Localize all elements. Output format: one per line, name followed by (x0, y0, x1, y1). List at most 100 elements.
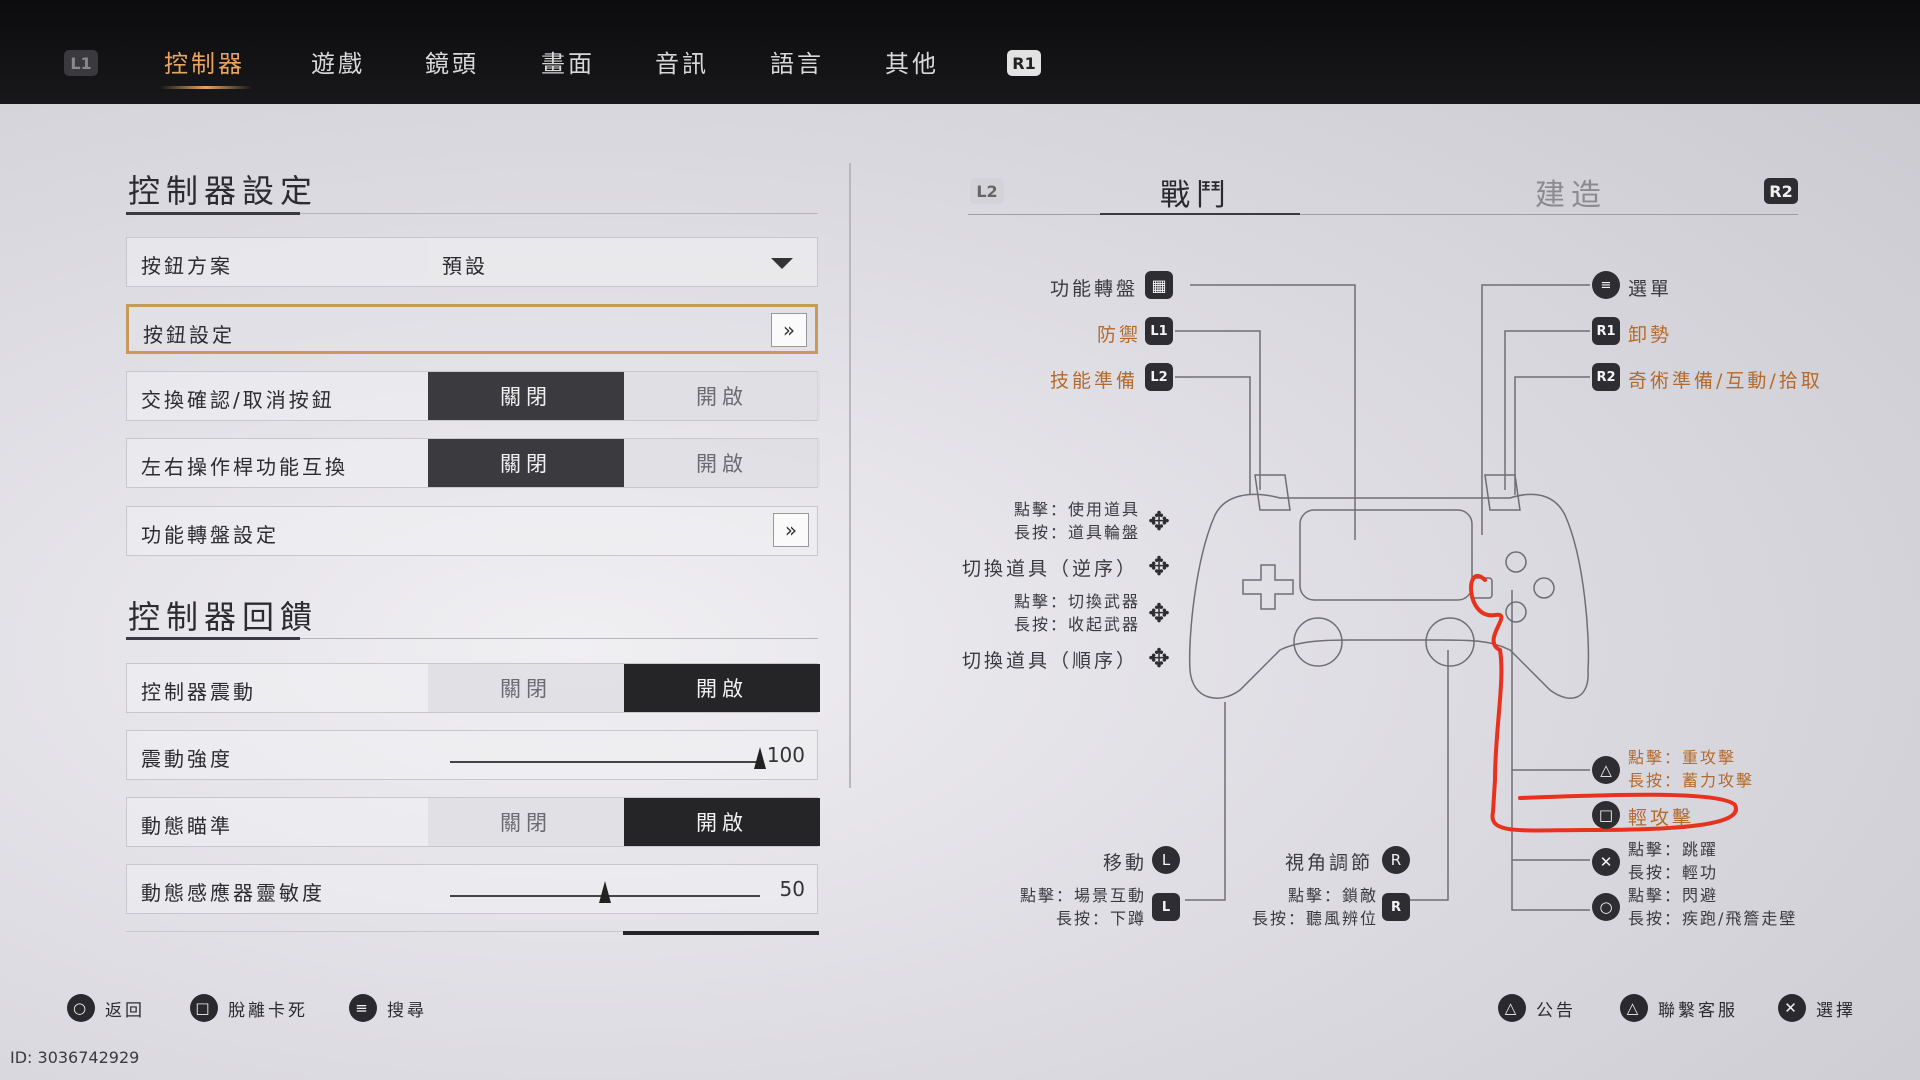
active-tab-indicator (160, 86, 252, 89)
double-chevron-right-icon[interactable]: » (771, 313, 807, 347)
motion-aim-on-option[interactable]: 開啟 (624, 798, 820, 846)
l1-bumper-icon[interactable]: L1 (64, 50, 98, 76)
swap-confirm-on-option[interactable]: 開啟 (624, 372, 820, 420)
tab-build[interactable]: 建造 (1535, 178, 1607, 213)
options-button-icon: ≡ (349, 994, 377, 1022)
tab-camera[interactable]: 鏡頭 (425, 50, 479, 78)
square-button-icon: □ (190, 994, 218, 1022)
move-label: 移動 (1103, 852, 1148, 874)
controller-settings-title: 控制器設定 (128, 172, 319, 210)
active-controller-tab-underline (1100, 213, 1300, 215)
light-attack-label: 輕攻擊 (1628, 807, 1695, 829)
circle-button-icon: ○ (1592, 893, 1620, 921)
swap-sticks-label: 左右操作桿功能互換 (141, 455, 348, 479)
slider-thumb[interactable] (754, 747, 766, 769)
back-action[interactable]: ○ 返回 (67, 994, 145, 1022)
screenshot-id: ID: 3036742929 (10, 1048, 140, 1067)
r3-label: 點擊：鎖敵 長按：聽風辨位 (1251, 886, 1378, 928)
triangle-button-icon: △ (1498, 994, 1526, 1022)
contact-support-action[interactable]: △ 聯繫客服 (1620, 994, 1738, 1022)
swap-confirm-off-option[interactable]: 關閉 (428, 372, 624, 420)
motion-sensitivity-value: 50 (779, 877, 805, 901)
mystic-ready-label: 奇術準備/互動/拾取 (1628, 370, 1823, 392)
unsheathe-label: 卸勢 (1628, 324, 1673, 346)
radial-settings-label: 功能轉盤設定 (141, 523, 279, 547)
left-stick-icon: L (1152, 846, 1180, 874)
unstuck-action[interactable]: □ 脫離卡死 (190, 994, 308, 1022)
section-divider (300, 638, 818, 639)
l3-label: 點擊：場景互動 長按：下蹲 (1019, 886, 1146, 928)
l2-trigger-icon[interactable]: L2 (970, 178, 1004, 204)
section-divider (300, 213, 818, 214)
tab-controller[interactable]: 控制器 (164, 50, 245, 78)
r2-trigger-icon[interactable]: R2 (1764, 178, 1798, 204)
skill-ready-label: 技能準備 (1050, 370, 1139, 392)
motion-sensitivity-row[interactable]: 動態感應器靈敏度 50 (126, 864, 818, 914)
controller-tab-divider (968, 214, 1798, 215)
cross-label: 點擊：跳躍 長按：輕功 (1628, 840, 1719, 882)
motion-sensitivity-label: 動態感應器靈敏度 (141, 881, 325, 905)
radial-label: 功能轉盤 (1050, 278, 1139, 300)
tab-display[interactable]: 畫面 (541, 50, 595, 78)
l3-press-icon: L (1152, 893, 1180, 921)
triangle-button-icon: △ (1592, 756, 1620, 784)
swap-confirm-row[interactable]: 交換確認/取消按鈕 關閉 開啟 (126, 371, 820, 421)
section-underline (126, 212, 300, 215)
button-settings-label: 按鈕設定 (143, 323, 235, 347)
tab-combat[interactable]: 戰鬥 (1160, 178, 1232, 213)
select-action[interactable]: ✕ 選擇 (1778, 994, 1856, 1022)
cross-button-icon: ✕ (1778, 994, 1806, 1022)
cross-button-icon: ✕ (1592, 848, 1620, 876)
panel-divider (849, 163, 851, 788)
r1-bumper-icon[interactable]: R1 (1007, 50, 1041, 76)
vibration-strength-value: 100 (766, 743, 805, 767)
l1-icon: L1 (1145, 317, 1173, 345)
camera-label: 視角調節 (1285, 852, 1374, 874)
slider-thumb[interactable] (599, 881, 611, 903)
motion-aim-off-option[interactable]: 關閉 (428, 798, 624, 846)
dpad-left-label: 切換道具（逆序） (961, 558, 1138, 580)
button-settings-row[interactable]: 按鈕設定 » (126, 304, 818, 354)
tab-game[interactable]: 遊戲 (311, 50, 365, 78)
r2-icon: R2 (1592, 363, 1620, 391)
options-button-icon: ≡ (1592, 271, 1620, 299)
vibration-on-option[interactable]: 開啟 (624, 664, 820, 712)
motion-aim-row[interactable]: 動態瞄準 關閉 開啟 (126, 797, 820, 847)
tab-audio[interactable]: 音訊 (655, 50, 709, 78)
vibration-row[interactable]: 控制器震動 關閉 開啟 (126, 663, 820, 713)
touchpad-icon: ▦ (1145, 271, 1173, 299)
motion-aim-label: 動態瞄準 (141, 814, 233, 838)
radial-settings-row[interactable]: 功能轉盤設定 » (126, 506, 818, 556)
dpad-right-label: 切換道具（順序） (961, 650, 1138, 672)
partial-row-edge (126, 931, 819, 936)
right-stick-icon: R (1382, 846, 1410, 874)
vibration-off-option[interactable]: 關閉 (428, 664, 624, 712)
guard-label: 防禦 (1097, 324, 1142, 346)
vibration-strength-slider[interactable] (450, 747, 766, 769)
tab-other[interactable]: 其他 (885, 50, 939, 78)
button-scheme-select[interactable]: 預設 (428, 238, 817, 286)
dpad-down-icon: ✥ (1148, 599, 1170, 629)
swap-sticks-row[interactable]: 左右操作桿功能互換 關閉 開啟 (126, 438, 820, 488)
double-chevron-right-icon[interactable]: » (773, 513, 809, 547)
chevron-down-icon (771, 258, 793, 269)
swap-sticks-off-option[interactable]: 關閉 (428, 439, 624, 487)
circle-label: 點擊：閃避 長按：疾跑/飛簷走壁 (1628, 886, 1798, 928)
button-scheme-row[interactable]: 按鈕方案 預設 (126, 237, 818, 287)
circle-button-icon: ○ (67, 994, 95, 1022)
vibration-strength-row[interactable]: 震動強度 100 (126, 730, 818, 780)
section-underline (126, 637, 300, 640)
search-action[interactable]: ≡ 搜尋 (349, 994, 427, 1022)
menu-label: 選單 (1628, 278, 1673, 300)
motion-sensitivity-slider[interactable] (450, 881, 760, 903)
swap-sticks-on-option[interactable]: 開啟 (624, 439, 820, 487)
notice-action[interactable]: △ 公告 (1498, 994, 1576, 1022)
square-button-icon: □ (1592, 801, 1620, 829)
button-scheme-value: 預設 (442, 254, 488, 278)
tab-language[interactable]: 語言 (770, 50, 824, 78)
dpad-left-icon: ✥ (1148, 552, 1170, 582)
r3-press-icon: R (1382, 893, 1410, 921)
controller-feedback-title: 控制器回饋 (128, 598, 319, 636)
r1-icon: R1 (1592, 317, 1620, 345)
